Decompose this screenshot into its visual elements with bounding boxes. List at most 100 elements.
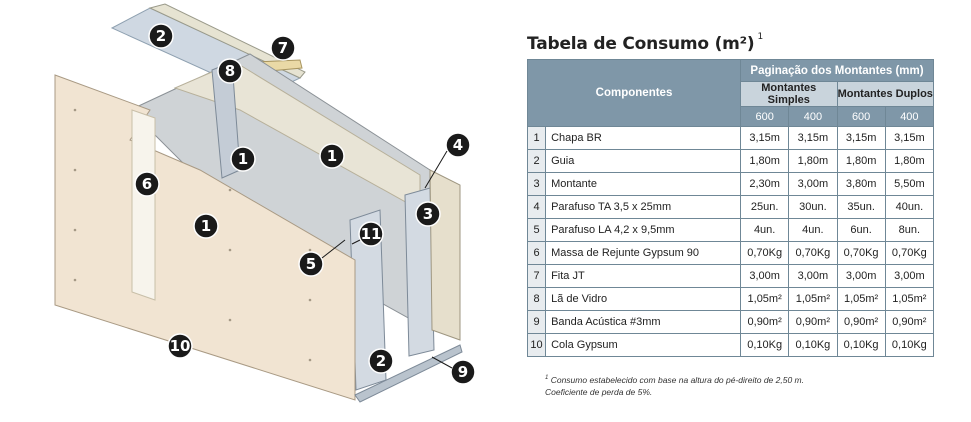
- consumption-value: 5,50m: [884, 172, 935, 196]
- component-name: Guia: [545, 149, 742, 173]
- svg-text:1: 1: [201, 217, 211, 235]
- consumption-value: 1,05m²: [884, 287, 935, 311]
- row-number: 7: [526, 264, 547, 288]
- component-name: Fita JT: [545, 264, 742, 288]
- consumption-value: 0,70Kg: [740, 241, 790, 265]
- svg-text:8: 8: [225, 62, 235, 80]
- consumption-value: 0,90m²: [740, 310, 790, 334]
- component-name: Montante: [545, 172, 742, 196]
- consumption-value: 4un.: [740, 218, 790, 242]
- consumption-table: Componentes Paginação dos Montantes (mm)…: [526, 59, 935, 357]
- row-number: 9: [526, 310, 547, 334]
- consumption-value: 6un.: [836, 218, 886, 242]
- svg-text:5: 5: [306, 255, 316, 273]
- consumption-value: 0,70Kg: [788, 241, 838, 265]
- component-name: Cola Gypsum: [545, 333, 742, 357]
- footnote-line-1: 1 Consumo estabelecido com base na altur…: [545, 374, 804, 385]
- component-name: Banda Acústica #3mm: [545, 310, 742, 334]
- svg-text:7: 7: [278, 39, 288, 57]
- svg-text:1: 1: [327, 147, 337, 165]
- row-number: 1: [526, 126, 547, 150]
- svg-text:6: 6: [142, 175, 152, 193]
- row-number: 6: [526, 241, 547, 265]
- callout-leaders: [321, 150, 453, 369]
- component-name: Massa de Rejunte Gypsum 90: [545, 241, 742, 265]
- consumption-value: 0,90m²: [836, 310, 886, 334]
- consumption-value: 0,70Kg: [884, 241, 935, 265]
- end-board: [429, 169, 461, 341]
- consumption-value: 0,10Kg: [884, 333, 935, 357]
- svg-text:2: 2: [376, 352, 386, 370]
- callout-2-top: 2: [148, 23, 174, 49]
- callout-10: 10: [167, 333, 193, 359]
- row-number: 4: [526, 195, 547, 219]
- consumption-value: 1,05m²: [788, 287, 838, 311]
- consumption-value: 1,80m: [884, 149, 935, 173]
- consumption-value: 0,90m²: [884, 310, 935, 334]
- consumption-value: 1,80m: [740, 149, 790, 173]
- consumption-value: 2,30m: [740, 172, 790, 196]
- svg-text:9: 9: [458, 363, 468, 381]
- header-spacing-group: Paginação dos Montantes (mm): [740, 59, 934, 82]
- consumption-value: 0,90m²: [788, 310, 838, 334]
- callout-9: 9: [450, 359, 476, 385]
- consumption-value: 1,80m: [788, 149, 838, 173]
- consumption-value: 3,15m: [884, 126, 935, 150]
- consumption-value: 1,05m²: [740, 287, 790, 311]
- row-number: 3: [526, 172, 547, 196]
- svg-text:4: 4: [453, 136, 463, 154]
- footnote: 1 Consumo estabelecido com base na altur…: [545, 372, 804, 398]
- consumption-value: 25un.: [740, 195, 790, 219]
- consumption-value: 1,05m²: [836, 287, 886, 311]
- component-name: Chapa BR: [545, 126, 742, 150]
- callout-3: 3: [415, 201, 441, 227]
- consumption-value: 0,10Kg: [836, 333, 886, 357]
- component-name: Lã de Vidro: [545, 287, 742, 311]
- svg-text:10: 10: [170, 337, 191, 355]
- callout-1-back-right: 1: [319, 143, 345, 169]
- consumption-value: 3,00m: [836, 264, 886, 288]
- header-spacing-400-double: 400: [884, 106, 935, 127]
- component-name: Parafuso LA 4,2 x 9,5mm: [545, 218, 742, 242]
- component-name: Parafuso TA 3,5 x 25mm: [545, 195, 742, 219]
- consumption-value: 35un.: [836, 195, 886, 219]
- consumption-value: 0,70Kg: [836, 241, 886, 265]
- callout-11: 11: [358, 221, 384, 247]
- callout-6: 6: [134, 171, 160, 197]
- callout-2-bottom: 2: [368, 348, 394, 374]
- callout-8: 8: [217, 58, 243, 84]
- consumption-value: 3,00m: [788, 172, 838, 196]
- drywall-illustration: 2 7 8 1 1 4 6 3 1 11 5 10 2 9: [54, 3, 476, 403]
- footnote-line-2: Coeficiente de perda de 5%.: [545, 386, 653, 397]
- consumption-value: 30un.: [788, 195, 838, 219]
- row-number: 10: [526, 333, 547, 357]
- callout-7: 7: [270, 35, 296, 61]
- svg-text:3: 3: [423, 205, 433, 223]
- header-spacing-600-double: 600: [836, 106, 886, 127]
- screw-dots: [73, 108, 312, 362]
- svg-text:11: 11: [361, 225, 382, 243]
- consumption-value: 4un.: [788, 218, 838, 242]
- consumption-value: 0,10Kg: [740, 333, 790, 357]
- header-spacing-600-single: 600: [740, 106, 790, 127]
- consumption-value: 3,15m: [836, 126, 886, 150]
- header-spacing-400-single: 400: [788, 106, 838, 127]
- header-components: Componentes: [526, 59, 742, 127]
- row-number: 2: [526, 149, 547, 173]
- consumption-value: 1,80m: [836, 149, 886, 173]
- callout-1-back-left: 1: [230, 146, 256, 172]
- consumption-value: 0,10Kg: [788, 333, 838, 357]
- joint-tape: [131, 109, 156, 301]
- callout-4: 4: [445, 132, 471, 158]
- row-number: 8: [526, 287, 547, 311]
- consumption-value: 3,00m: [788, 264, 838, 288]
